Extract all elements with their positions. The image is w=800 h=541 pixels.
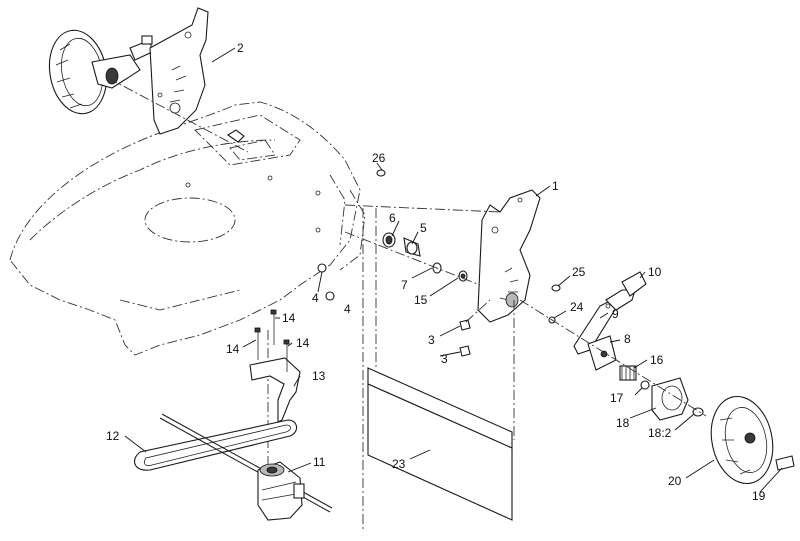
callout-6: 6 bbox=[389, 211, 396, 225]
callout-4a: 4 bbox=[312, 291, 319, 305]
nut-26 bbox=[376, 169, 386, 177]
callout-17: 17 bbox=[610, 391, 624, 405]
callout-13: 13 bbox=[312, 369, 326, 383]
link-10a bbox=[605, 289, 636, 311]
callout-18: 18 bbox=[616, 416, 630, 430]
rear-flap-23 bbox=[367, 367, 513, 521]
callout-3b: 3 bbox=[441, 352, 448, 366]
callout-20: 20 bbox=[668, 474, 682, 488]
callout-26: 26 bbox=[372, 151, 386, 165]
callout-14a: 14 bbox=[226, 342, 240, 356]
callout-4b: 4 bbox=[344, 302, 351, 316]
pivot-parts bbox=[382, 232, 468, 282]
wheel-bolt-19 bbox=[775, 455, 795, 471]
callout-5: 5 bbox=[420, 221, 427, 235]
screws-3 bbox=[459, 319, 471, 357]
callout-1: 1 bbox=[552, 179, 559, 193]
callout-7: 7 bbox=[401, 278, 408, 292]
gear-18 bbox=[651, 377, 689, 421]
leader-lines bbox=[124, 47, 783, 493]
callout-18-2: 18:2 bbox=[648, 426, 672, 440]
callout-8: 8 bbox=[624, 332, 631, 346]
callout-15: 15 bbox=[414, 293, 428, 307]
washer-17 bbox=[640, 380, 650, 390]
drive-parts-right bbox=[548, 271, 704, 421]
callout-16: 16 bbox=[650, 353, 664, 367]
callout-9: 9 bbox=[612, 307, 619, 321]
deck-bracket-icon bbox=[227, 129, 245, 143]
nuts-4 bbox=[317, 263, 335, 301]
callout-24: 24 bbox=[570, 300, 584, 314]
callout-23: 23 bbox=[392, 457, 406, 471]
drive-belt-12 bbox=[134, 419, 298, 471]
washer-18b bbox=[692, 407, 704, 417]
callout-10: 10 bbox=[648, 265, 662, 279]
callout-3a: 3 bbox=[428, 333, 435, 347]
mower-deck-outline bbox=[9, 101, 366, 356]
callout-12: 12 bbox=[106, 429, 120, 443]
rear-right-wheel-20 bbox=[710, 395, 795, 485]
callout-2: 2 bbox=[237, 41, 244, 55]
gearbox-11 bbox=[159, 413, 333, 521]
callout-25: 25 bbox=[572, 265, 586, 279]
height-adjust-plate-right bbox=[477, 189, 541, 323]
callouts: 2 1 26 6 5 7 15 4 4 3 3 25 24 10 9 8 16 … bbox=[106, 41, 766, 503]
gearbox-bracket-13 bbox=[249, 309, 301, 423]
height-adjust-plate-left bbox=[141, 7, 209, 135]
rear-left-wheel bbox=[48, 29, 153, 115]
clip-25 bbox=[551, 284, 561, 292]
callout-11: 11 bbox=[313, 455, 326, 469]
callout-19: 19 bbox=[752, 489, 766, 503]
callout-14c: 14 bbox=[296, 336, 310, 350]
callout-14b: 14 bbox=[282, 311, 296, 325]
